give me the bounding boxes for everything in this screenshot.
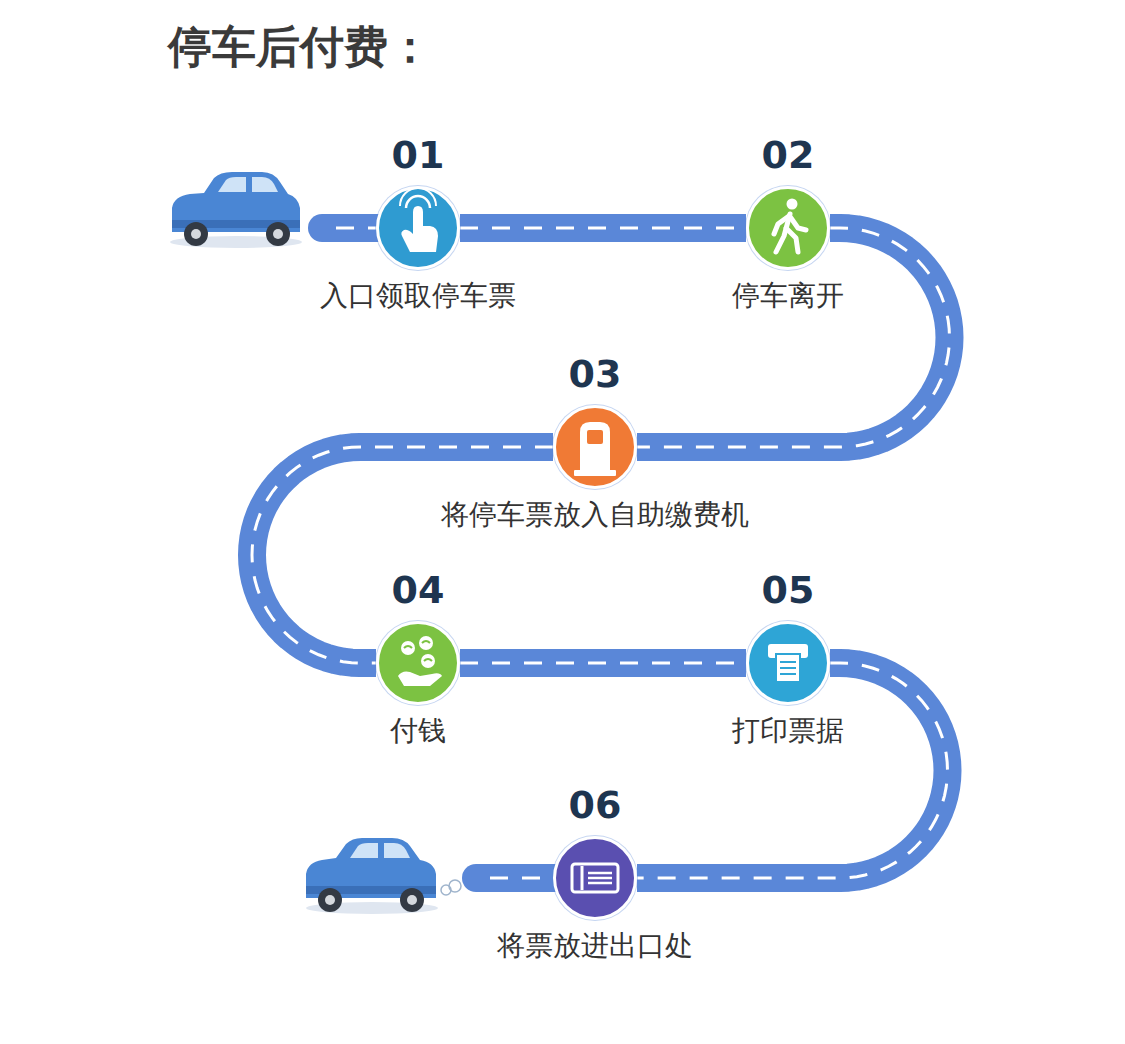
step-number: 06 [569, 785, 622, 827]
end-car-part [449, 880, 461, 892]
ticket-icon [572, 864, 618, 892]
printer-icon-part [780, 673, 796, 675]
step-circle: 06将票放进出口处 [553, 836, 637, 920]
end-car [306, 838, 461, 914]
walking-icon [774, 199, 806, 253]
road-dash [460, 227, 746, 230]
printer-icon-part [776, 654, 800, 682]
ticket-icon-part [588, 872, 612, 875]
touch-icon-part [401, 206, 438, 252]
step-circle: 04付钱 [376, 621, 460, 705]
start-car [170, 172, 302, 248]
ticket-icon-part [588, 882, 612, 885]
money-hand-icon-part [401, 641, 415, 655]
walking-icon-part [776, 214, 790, 252]
money-hand-icon [398, 636, 442, 686]
step-number: 04 [392, 570, 445, 612]
ticket-icon-part [572, 864, 618, 892]
printer-icon [768, 644, 808, 682]
end-car-part [400, 888, 424, 912]
start-car-part [184, 222, 208, 246]
road-connector [460, 214, 746, 242]
printer-icon-part [780, 661, 796, 663]
step-number: 02 [762, 135, 815, 177]
step-label: 付钱 [387, 714, 449, 748]
step-circle: 01入口领取停车票 [376, 186, 460, 270]
end-car-part [407, 895, 417, 905]
end-car-part [325, 895, 335, 905]
pay-machine-icon-part [587, 430, 603, 444]
diagram-title: 停车后付费： [168, 18, 432, 77]
end-car-part [384, 843, 410, 858]
step-circle: 05打印票据 [746, 621, 830, 705]
road-connector [460, 649, 746, 677]
money-hand-icon-part [404, 641, 432, 661]
road-dash [460, 662, 746, 665]
step-label: 将票放进出口处 [494, 929, 696, 963]
step-circle: 03将停车票放入自助缴费机 [553, 405, 637, 489]
money-hand-icon-part [398, 672, 442, 687]
ticket-icon-part [588, 877, 612, 880]
touch-icon-part [406, 196, 430, 208]
step-number: 03 [569, 354, 622, 396]
walking-icon-part [786, 228, 798, 252]
walking-icon-part [787, 199, 798, 210]
step-circle: 02停车离开 [746, 186, 830, 270]
start-car-part [191, 229, 201, 239]
pay-machine-icon-part [580, 422, 610, 472]
start-car-part [266, 222, 290, 246]
printer-icon-part [780, 667, 796, 669]
touch-icon [400, 188, 438, 252]
walking-icon-part [774, 216, 789, 234]
start-car-part [252, 177, 278, 192]
step-label: 打印票据 [729, 714, 847, 748]
touch-icon-part [400, 188, 436, 206]
end-car-part [350, 843, 378, 858]
walking-icon-part [791, 218, 806, 230]
start-car-part [218, 177, 246, 192]
step-number: 01 [392, 135, 445, 177]
ticket-icon-part [581, 866, 584, 890]
end-car-part [318, 888, 342, 912]
pay-machine-icon [574, 422, 616, 476]
step-label: 停车离开 [729, 279, 847, 313]
money-hand-icon-part [421, 654, 435, 668]
step-label: 入口领取停车票 [317, 279, 519, 313]
step-label: 将停车票放入自助缴费机 [438, 498, 752, 532]
pay-machine-icon-part [574, 470, 616, 476]
start-car-part [273, 229, 283, 239]
money-hand-icon-part [419, 636, 433, 650]
printer-icon-part [768, 644, 808, 658]
step-number: 05 [762, 570, 815, 612]
